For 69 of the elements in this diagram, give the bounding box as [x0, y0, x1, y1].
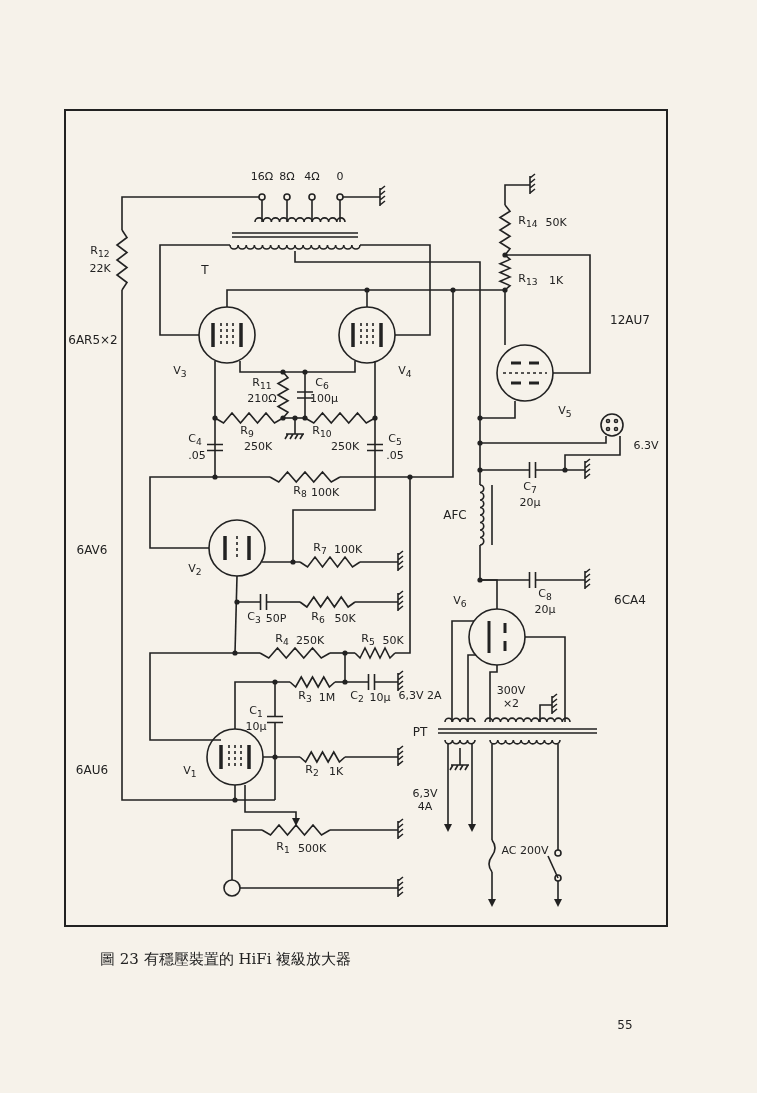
- component-label: 10μ: [369, 690, 391, 704]
- component-label: R$_{3}$: [298, 688, 312, 706]
- tube-label: V$_{4}$: [398, 363, 412, 381]
- component-label: 1K: [548, 273, 564, 287]
- component-label: 250K: [330, 439, 360, 453]
- component-label: R$_{2}$: [305, 762, 319, 780]
- tube-type-label: 12AU7: [610, 312, 650, 328]
- component-label: 250K: [243, 439, 273, 453]
- component-label: 6,3V 4A: [411, 787, 439, 813]
- tube-label: V$_{1}$: [183, 763, 197, 781]
- tube-type-label: 6AV6: [76, 542, 108, 558]
- component-label: AFC: [443, 507, 467, 523]
- component-label: R$_{10}$: [312, 423, 332, 441]
- component-label: R$_{13}$: [518, 271, 538, 289]
- component-label: R$_{12}$: [90, 243, 110, 261]
- component-label: 300V ×2: [495, 684, 527, 710]
- component-label: 1M: [318, 690, 336, 704]
- component-label: C$_{6}$: [315, 375, 329, 393]
- component-label: .05: [386, 448, 404, 462]
- tube-label: V$_{2}$: [188, 561, 202, 579]
- component-label: T: [201, 262, 209, 278]
- component-label: C$_{5}$: [388, 431, 402, 449]
- component-label: R$_{4}$: [275, 631, 289, 649]
- figure-caption: 圖 23 有穩壓裝置的 HiFi 複級放大器: [100, 950, 352, 969]
- tube-label: V$_{3}$: [173, 363, 187, 381]
- component-label: 20μ: [534, 602, 556, 616]
- tube-label: V$_{6}$: [453, 593, 467, 611]
- component-label: R$_{14}$: [518, 213, 538, 231]
- component-label: R$_{5}$: [361, 631, 375, 649]
- component-label: 50K: [334, 611, 356, 625]
- component-label: R$_{8}$: [293, 483, 307, 501]
- component-label: 500K: [297, 841, 327, 855]
- component-label: C$_{1}$: [249, 703, 263, 721]
- tube-label: V$_{5}$: [558, 403, 572, 421]
- component-label: PT: [412, 724, 428, 740]
- component-label: 6,3V 2A: [398, 688, 442, 702]
- component-label: 0: [336, 169, 344, 183]
- component-label: C$_{8}$: [538, 586, 552, 604]
- component-label: 20μ: [519, 495, 541, 509]
- component-label: C$_{4}$: [188, 431, 202, 449]
- component-label: R$_{11}$: [252, 375, 272, 393]
- component-label: 50K: [545, 215, 567, 229]
- component-label: R$_{1}$: [276, 839, 290, 857]
- tube-type-label: 6CA4: [614, 592, 646, 608]
- component-label: .05: [188, 448, 206, 462]
- component-label: 250K: [295, 633, 325, 647]
- component-label: C$_{2}$: [350, 688, 364, 706]
- component-label: C$_{7}$: [523, 479, 537, 497]
- component-label: 100μ: [310, 391, 338, 405]
- component-label: 16Ω: [250, 169, 274, 183]
- component-label: 210Ω: [247, 391, 277, 405]
- component-label: 1K: [328, 764, 344, 778]
- component-label: R$_{9}$: [240, 423, 254, 441]
- component-label: 50K: [382, 633, 404, 647]
- tube-type-label: 6AR5×2: [68, 332, 118, 348]
- component-label: 50P: [265, 611, 287, 625]
- component-label: 4Ω: [304, 169, 320, 183]
- component-label: 100K: [333, 542, 363, 556]
- component-label: R$_{6}$: [311, 609, 325, 627]
- component-label: C$_{3}$: [247, 609, 261, 627]
- component-label: 100K: [310, 485, 340, 499]
- component-label: 6.3V: [633, 438, 659, 452]
- component-label: AC 200V: [501, 843, 549, 857]
- component-label: 10μ: [245, 719, 267, 733]
- component-label: R$_{7}$: [313, 540, 327, 558]
- tube-type-label: 6AU6: [75, 762, 109, 778]
- component-label: 22K: [89, 261, 111, 275]
- component-label: 8Ω: [279, 169, 295, 183]
- page-number: 55: [617, 1017, 633, 1033]
